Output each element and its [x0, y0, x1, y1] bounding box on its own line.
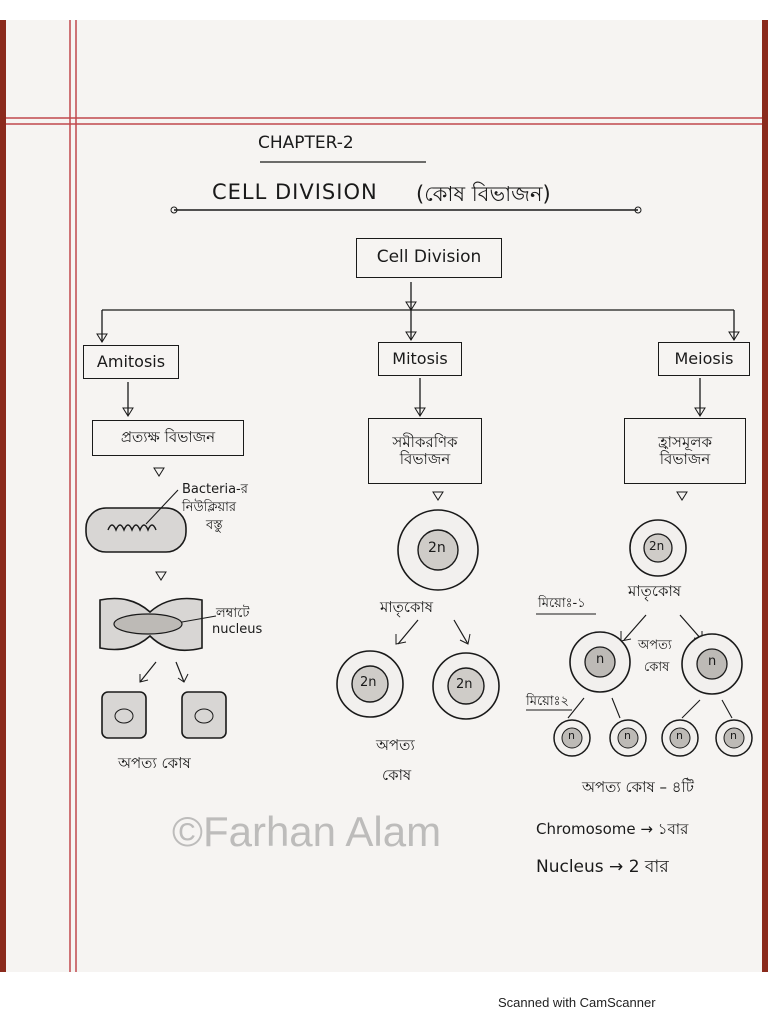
meiosis-result: অপত্য কোষ – ৪টি [582, 778, 694, 796]
meiosis-final-ploidy-1: n [568, 729, 575, 742]
page-edge-left [0, 20, 6, 972]
mitosis-daughter-ploidy-1: 2n [360, 675, 377, 690]
page-title-bengali: (কোষ বিভাজন) [416, 182, 551, 206]
type-label-mitosis-1: সমীকরণিক [392, 432, 458, 451]
page-edge-right [762, 20, 768, 972]
mitosis-daughter-ploidy-2: 2n [456, 677, 473, 692]
meiosis-intermediate-ploidy-1: n [596, 652, 605, 667]
meiosis-fact-nucleus: Nucleus → 2 বার [536, 857, 669, 877]
amitosis-note-1: Bacteria-র [182, 482, 248, 497]
meiosis-stage-2: মিয়োঃ২ [526, 694, 569, 709]
notebook-page: CHAPTER-2 CELL DIVISION (কোষ বিভাজন) Cel… [6, 20, 762, 972]
scanner-footer: Scanned with CamScanner [498, 995, 656, 1010]
meiosis-final-ploidy-2: n [624, 729, 631, 742]
meiosis-final-ploidy-3: n [676, 729, 683, 742]
mitosis-result-1: অপত্য [376, 736, 415, 754]
type-label-amitosis: প্রত্যক্ষ বিভাজন [120, 428, 216, 447]
meiosis-fact-chromosome: Chromosome → ১বার [536, 820, 689, 838]
branch-box-meiosis: Meiosis [658, 342, 750, 376]
type-box-mitosis: সমীকরণিক বিভাজন [368, 418, 482, 484]
branch-box-mitosis: Mitosis [378, 342, 462, 376]
watermark: ©Farhan Alam [172, 808, 442, 855]
branch-label-amitosis: Amitosis [96, 351, 166, 371]
branch-label-meiosis: Meiosis [674, 348, 734, 368]
meiosis-intermediate-label-2: কোষ [644, 660, 670, 675]
meiosis-intermediate-label-1: অপত্য [638, 638, 672, 653]
amitosis-note-2: নিউক্লিয়ার [182, 500, 237, 515]
meiosis-mother-label: মাতৃকোষ [628, 582, 682, 600]
type-box-amitosis: প্রত্যক্ষ বিভাজন [92, 420, 244, 456]
type-label-meiosis-1: হ্রাসমূলক [658, 432, 712, 451]
page-title: CELL DIVISION [212, 180, 378, 204]
nucleus-note-1: লম্বাটে [216, 606, 250, 621]
mitosis-mother-label: মাতৃকোষ [380, 598, 434, 616]
mitosis-result-2: কোষ [382, 766, 412, 784]
type-label-meiosis-2: বিভাজন [659, 450, 711, 468]
amitosis-result: অপত্য কোষ [118, 754, 191, 772]
root-label: Cell Division [376, 247, 482, 268]
meiosis-intermediate-ploidy-2: n [708, 654, 717, 669]
diagram-lines [6, 20, 762, 972]
branch-box-amitosis: Amitosis [83, 345, 179, 379]
chapter-heading: CHAPTER-2 [258, 133, 354, 153]
mitosis-mother-ploidy: 2n [428, 540, 446, 556]
root-box-cell-division: Cell Division [356, 238, 502, 278]
meiosis-mother-ploidy: 2n [649, 539, 665, 553]
branch-label-mitosis: Mitosis [392, 348, 448, 368]
meiosis-final-ploidy-4: n [730, 729, 737, 742]
type-label-mitosis-2: বিভাজন [399, 450, 451, 468]
type-box-meiosis: হ্রাসমূলক বিভাজন [624, 418, 746, 484]
meiosis-stage-1: মিয়োঃ-১ [538, 596, 586, 611]
nucleus-note-2: nucleus [212, 622, 263, 637]
amitosis-note-3: বস্তু [206, 518, 223, 533]
